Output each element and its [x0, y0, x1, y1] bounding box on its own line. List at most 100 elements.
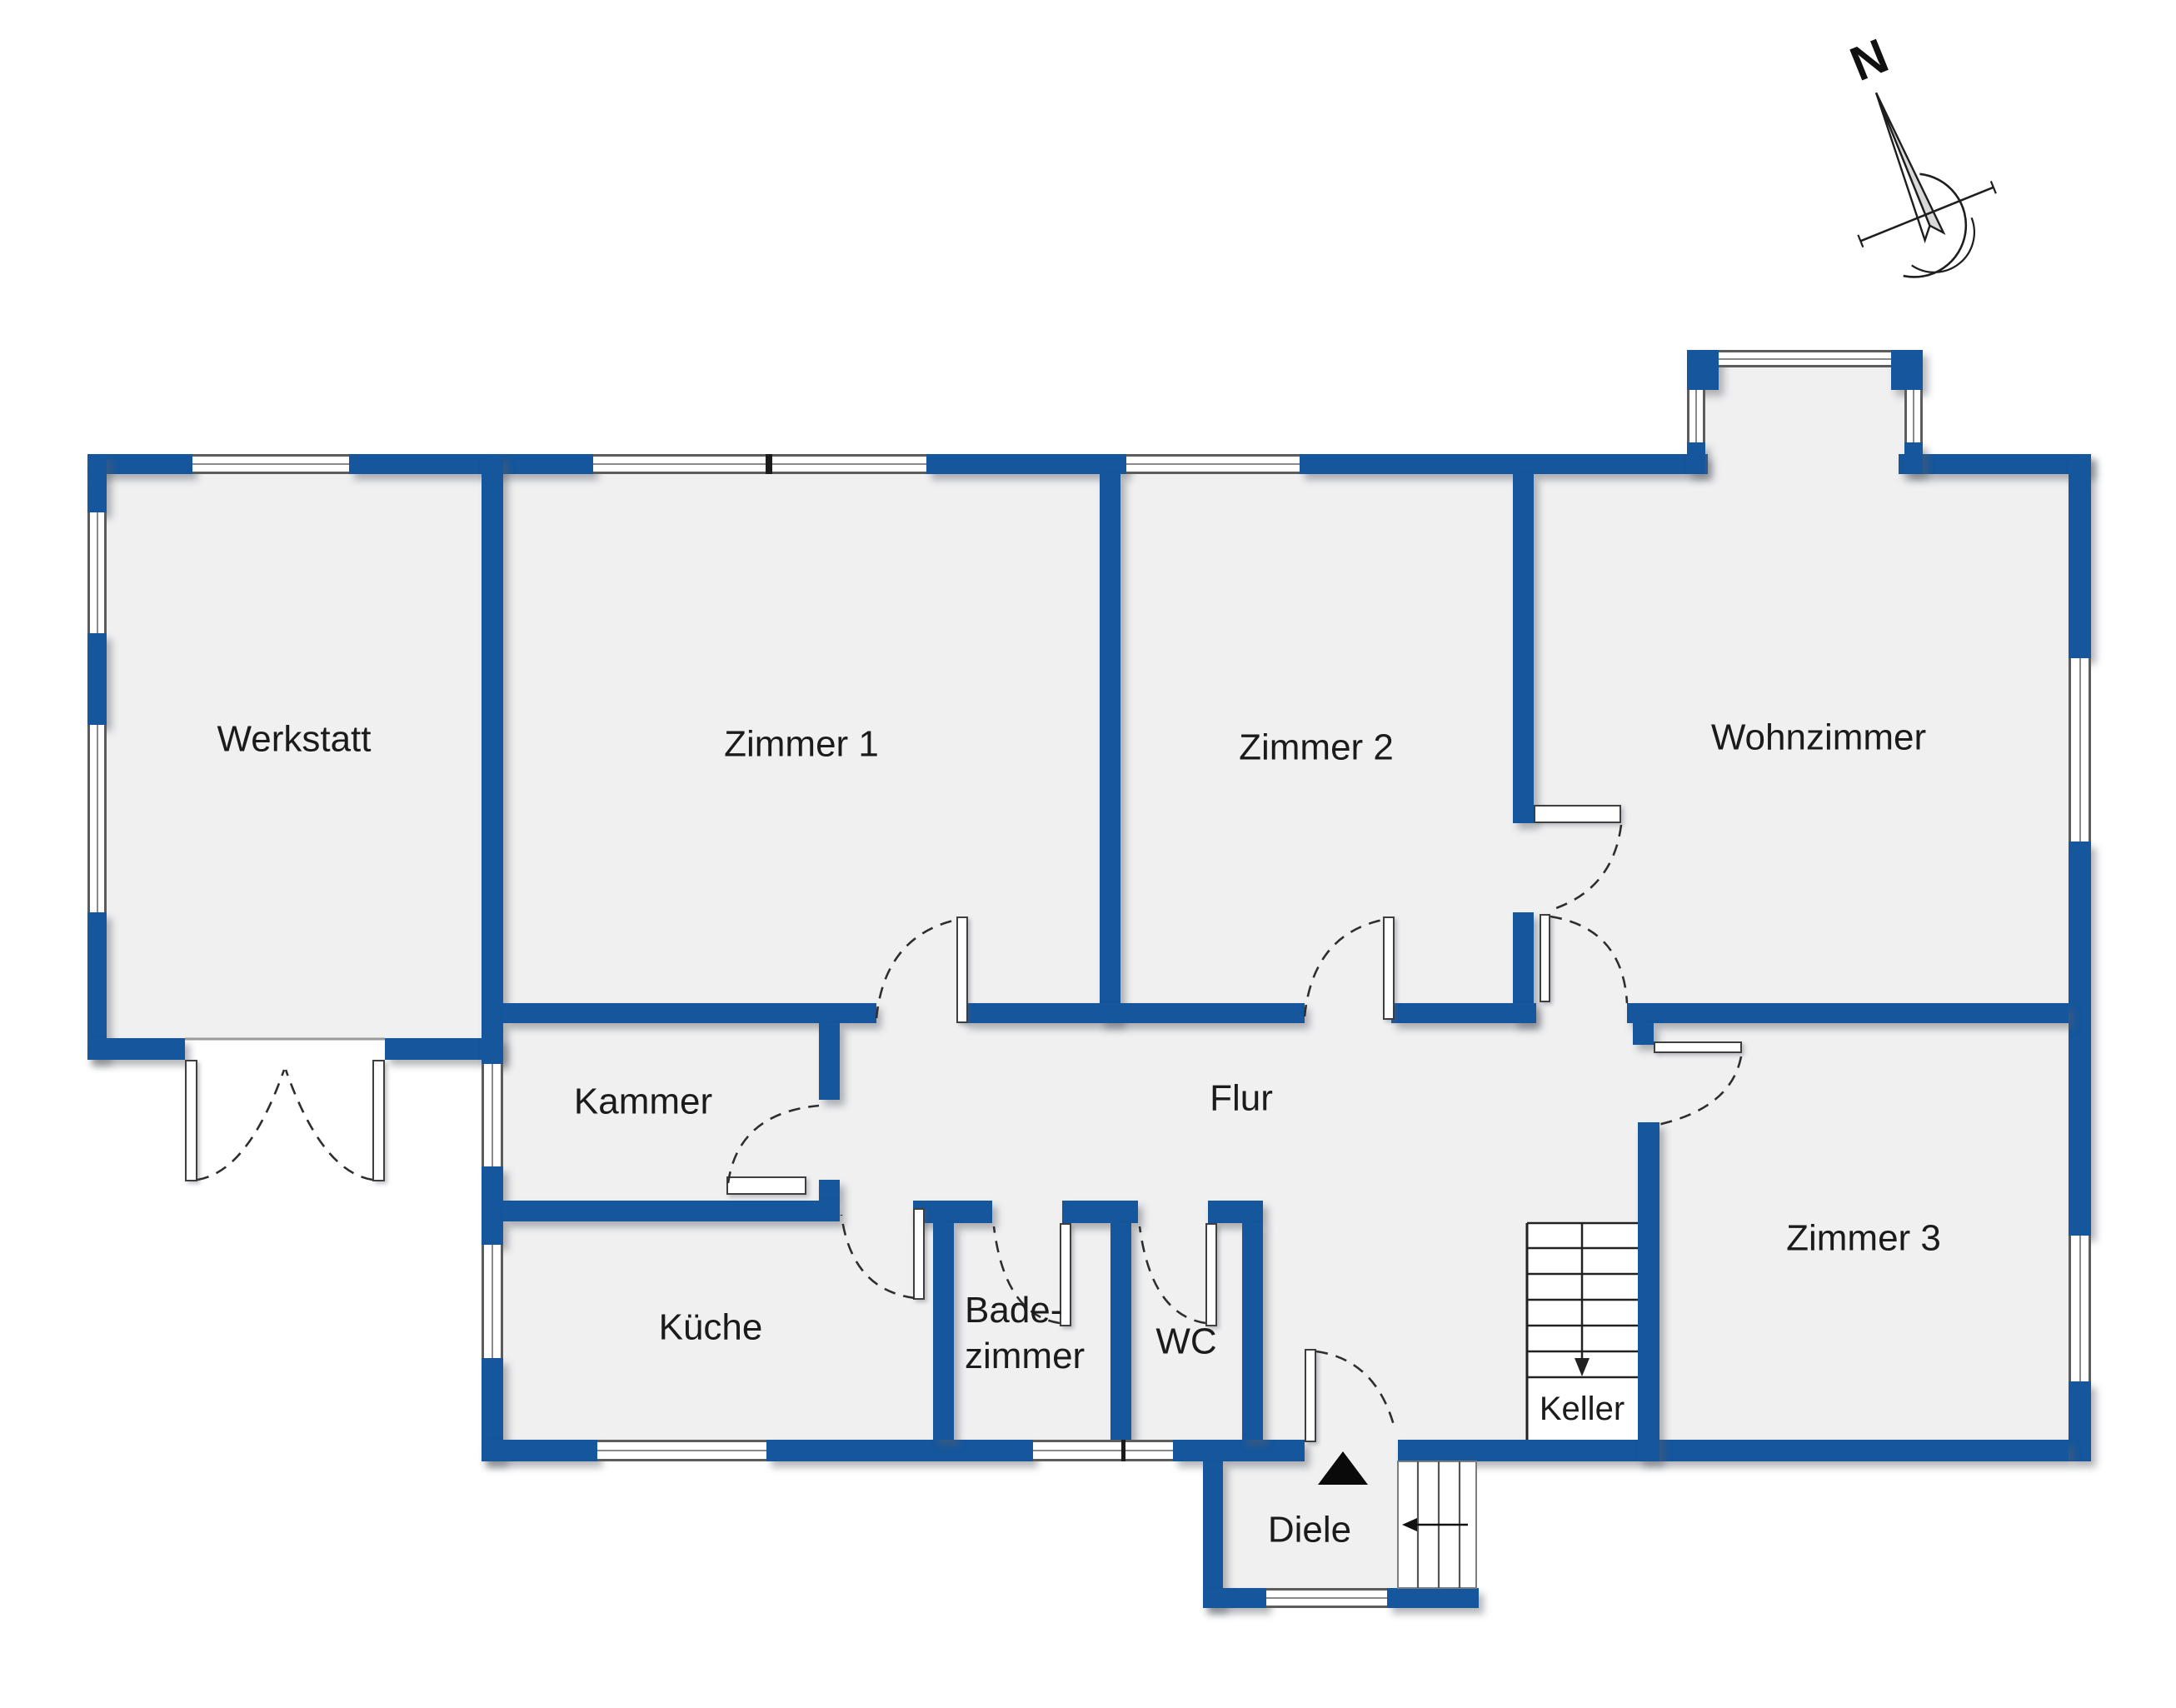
window-glass-line — [492, 1245, 493, 1358]
wall-segment — [766, 1440, 1033, 1461]
window-icon — [1687, 390, 1705, 442]
window-glass-line — [192, 463, 349, 465]
wall-segment — [2069, 454, 2091, 658]
window-glass-line — [1126, 463, 1300, 465]
wall-segment — [2069, 842, 2091, 1236]
room-label-diele: Diele — [1267, 1509, 1352, 1551]
window-icon — [597, 1440, 766, 1461]
window-glass-line — [1913, 390, 1914, 442]
entrance-arrow-icon — [1402, 1518, 1468, 1531]
wall-segment — [87, 454, 107, 512]
window-mullion-tick — [1121, 1440, 1125, 1461]
window-icon — [482, 1064, 503, 1166]
wall-segment — [482, 1440, 597, 1461]
wall-segment — [1513, 474, 1534, 823]
window-icon — [87, 725, 107, 912]
window-icon — [2069, 658, 2091, 842]
window-glass-line — [597, 1450, 766, 1451]
wall-segment — [87, 912, 107, 1060]
keller-stairs — [1525, 1221, 1638, 1440]
window-mullion-tick — [766, 454, 772, 474]
wall-segment — [1891, 350, 1923, 390]
entrance-steps — [1397, 1461, 1477, 1589]
floor-area — [1305, 1003, 1391, 1023]
floor-area — [107, 474, 482, 1038]
window-glass-line — [1266, 1597, 1387, 1599]
room-label-kueche: Küche — [658, 1306, 763, 1348]
wall-segment — [1687, 350, 1719, 390]
wall-segment — [1062, 1201, 1138, 1223]
wall-segment — [1398, 1440, 2069, 1461]
window-glass-line — [1033, 1450, 1173, 1451]
wall-segment — [1100, 474, 1120, 1023]
wall-segment — [913, 1201, 992, 1223]
wall-segment — [2069, 1381, 2091, 1461]
window-icon — [87, 512, 107, 633]
door-swing-arcs — [197, 824, 1743, 1429]
wall-segment — [1387, 1588, 1479, 1608]
window-glass-line — [593, 463, 926, 465]
wall-segment — [1633, 1023, 1654, 1045]
door-leaf-icon — [956, 916, 968, 1023]
floor-area — [1708, 454, 1899, 474]
floor-area — [1138, 1201, 1208, 1221]
wall-segment — [1242, 1223, 1263, 1440]
door-leaf-icon — [1060, 1223, 1071, 1326]
door-leaf-icon — [1305, 1349, 1316, 1442]
window-glass-line — [96, 512, 98, 633]
wall-segment — [482, 454, 503, 1064]
room-label-zimmer1: Zimmer 1 — [724, 723, 879, 765]
window-icon — [2069, 1236, 2091, 1381]
wall-segment — [87, 1038, 185, 1060]
compass-north-label: N — [1843, 28, 1895, 92]
wall-segment — [503, 1201, 840, 1221]
window-icon — [1719, 350, 1891, 367]
wall-segment — [1687, 442, 1705, 474]
room-label-flur: Flur — [1210, 1077, 1273, 1119]
floor-area — [503, 474, 2069, 1440]
room-label-badezimmer: Bade- zimmer — [965, 1290, 1086, 1376]
room-label-werkstatt: Werkstatt — [217, 718, 372, 760]
wall-segment — [1391, 1003, 1536, 1023]
window-glass-line — [2079, 1236, 2081, 1381]
door-leaf-icon — [1205, 1223, 1217, 1326]
wall-segment — [503, 1003, 876, 1023]
room-label-kammer: Kammer — [573, 1081, 713, 1122]
floor-area — [1223, 1461, 1398, 1588]
wall-segment — [1904, 442, 1923, 474]
stairs-down-arrow-icon — [1575, 1223, 1590, 1376]
wall-segment — [1627, 1003, 2069, 1023]
window-glass-line — [1719, 357, 1891, 360]
door-leaf-icon — [1534, 805, 1621, 823]
floor-area — [876, 1003, 963, 1023]
wall-segment — [963, 1003, 1305, 1023]
wall-segment — [87, 633, 107, 725]
door-leaf-icon — [726, 1176, 806, 1195]
window-glass-line — [1695, 390, 1697, 442]
window-icon — [482, 1245, 503, 1358]
window-glass-line — [96, 725, 98, 912]
wall-segment — [1208, 1201, 1263, 1223]
floor-area — [1536, 1003, 1627, 1023]
floor-area — [840, 1201, 913, 1221]
window-icon — [1033, 1440, 1173, 1461]
window-icon — [192, 454, 349, 474]
door-leaf-icon — [1654, 1041, 1742, 1053]
window-icon — [1904, 390, 1923, 442]
wall-segment — [349, 454, 593, 474]
floor-area — [1513, 823, 1534, 912]
wall-segment — [1638, 1122, 1659, 1461]
wall-segment — [926, 454, 1126, 474]
compass-icon: N — [1843, 28, 1997, 278]
door-leaf-icon — [185, 1060, 197, 1181]
wall-segment — [1173, 1440, 1305, 1461]
door-leaf-icon — [1383, 916, 1395, 1020]
floor-area — [1305, 1440, 1398, 1461]
room-label-wohnzimmer: Wohnzimmer — [1710, 717, 1927, 758]
wall-segment — [482, 1166, 503, 1245]
floor-area — [992, 1201, 1062, 1221]
entrance-marker-icon — [1318, 1451, 1368, 1485]
wall-segment — [1110, 1223, 1131, 1440]
